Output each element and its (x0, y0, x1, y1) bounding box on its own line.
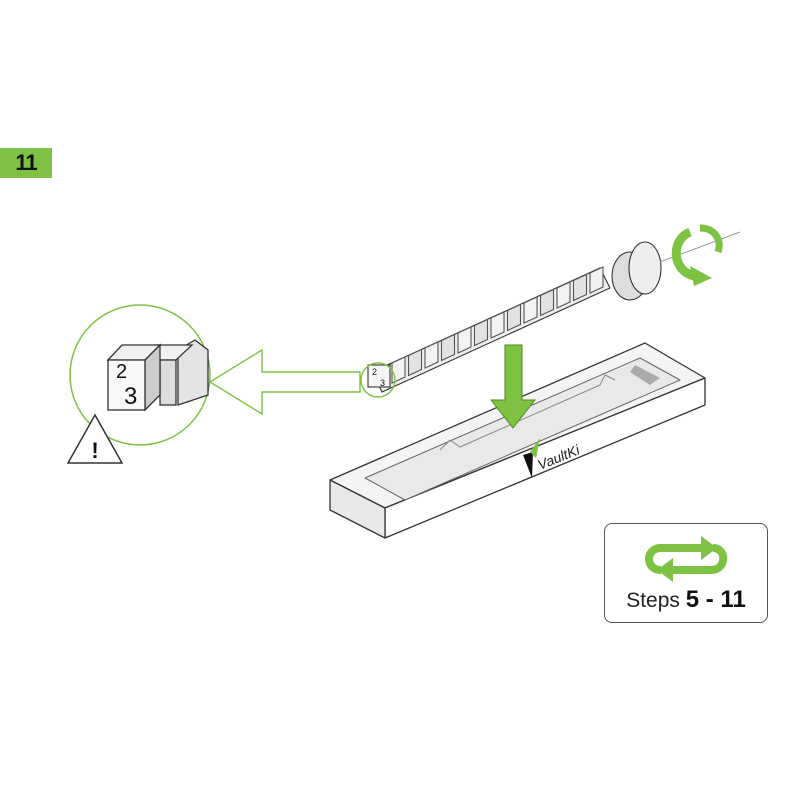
rod-segment (523, 296, 538, 324)
repeat-icon (645, 536, 728, 582)
zoom-digit-second: 3 (124, 383, 137, 410)
zoomed-rod-detail (106, 339, 209, 412)
focus-circle (360, 362, 396, 398)
rod-segment (407, 348, 423, 377)
tray (329, 342, 706, 539)
combination-rod (367, 241, 662, 393)
rod-segment (490, 311, 505, 339)
steps-label: Steps (626, 589, 680, 612)
rod-segment (424, 341, 439, 369)
rod-digit-first: 2 (372, 367, 377, 377)
zoom-pointer-arrow (208, 348, 361, 416)
rod-segment (457, 326, 472, 354)
rod-digit-second: 3 (380, 378, 385, 388)
rod-segment (572, 273, 588, 302)
zoom-digit-first: 2 (116, 361, 127, 383)
step-number-badge: 11 (0, 148, 52, 178)
warning-symbol: ! (91, 438, 98, 463)
brand-logo-icon (523, 438, 540, 478)
rod-segment (506, 303, 522, 332)
steps-range: 5 - 11 (685, 586, 746, 613)
repeat-steps-box: Steps 5 - 11 (604, 523, 768, 623)
rotate-icon (659, 224, 741, 286)
rod-segment (473, 318, 489, 347)
warning-icon (66, 413, 124, 464)
rod-segment (440, 333, 456, 362)
rod-segment (556, 281, 571, 309)
rod-segment (589, 266, 604, 294)
rod-segment (539, 288, 555, 317)
insert-arrow-icon (489, 344, 537, 429)
